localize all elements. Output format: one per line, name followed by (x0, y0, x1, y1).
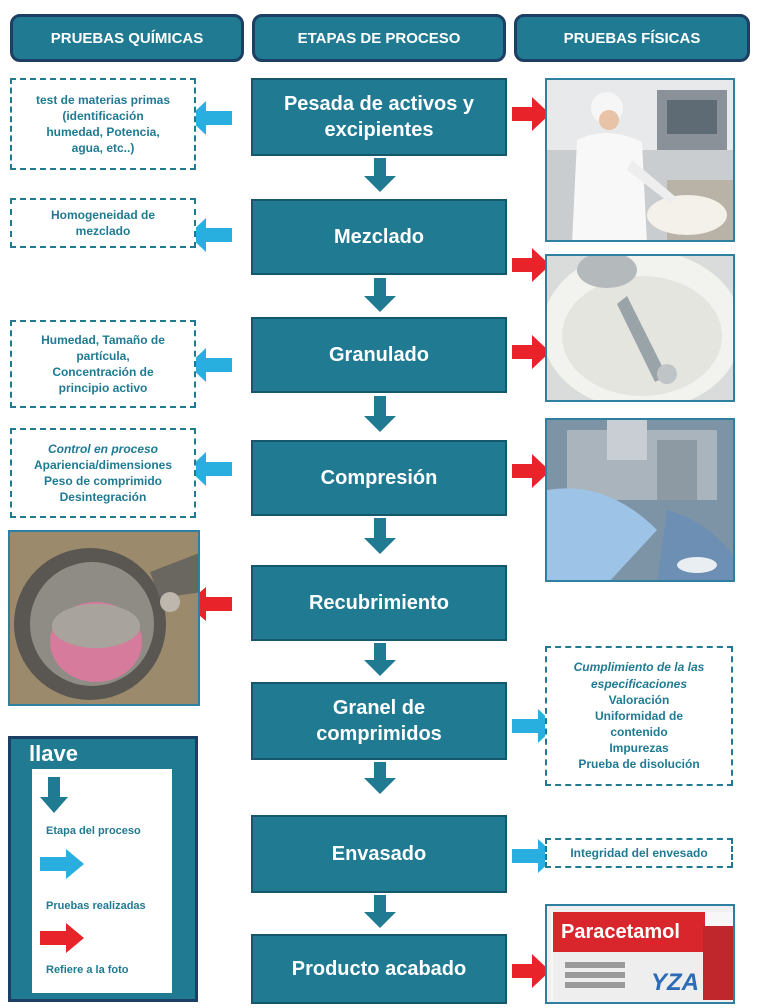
step-label-line: Pesada de activos y (283, 93, 475, 115)
flow-down-arrow (364, 895, 396, 928)
test-line: Humedad, Tamaño de (41, 332, 165, 347)
test-line: principio activo (58, 381, 148, 396)
test-arrow-left (188, 348, 232, 382)
photo-mixer (545, 254, 735, 402)
test-line: agua, etc..) (71, 141, 135, 156)
test-line: humedad, Potencia, (46, 125, 160, 139)
flow-down-arrow (364, 762, 396, 794)
photo-coating-pan (8, 530, 200, 706)
physical-test-integridad: Integridad del envesado (545, 838, 733, 868)
test-line: test de materias primas (35, 92, 171, 107)
test-italic-line: Cumplimiento de la las (573, 660, 705, 675)
legend-photo-arrow-icon (40, 923, 84, 953)
step-label-line: Granel de (332, 697, 426, 719)
header-chemical-tests: PRUEBAS QUÍMICAS (10, 14, 244, 62)
test-arrow-left (188, 218, 232, 252)
step-recubrimiento: Recubrimiento (251, 565, 507, 641)
chemical-test-humedad-tamano: Humedad, Tamaño de partícula, Concentrac… (10, 320, 196, 408)
legend-step-arrow-icon (40, 777, 68, 813)
legend: llave Etapa del proceso Pruebas realizad… (8, 736, 198, 1002)
step-granel: Granel de comprimidos (251, 682, 507, 760)
step-pesada: Pesada de activos y excipientes (251, 78, 507, 156)
legend-body: Etapa del proceso Pruebas realizadas Ref… (32, 769, 172, 993)
photo-arrow-right (512, 97, 550, 131)
test-line: Prueba de disolución (578, 757, 700, 772)
chemical-test-materias-primas: test de materias primas (identificación … (10, 78, 196, 170)
step-label: Envasado (331, 843, 427, 865)
step-envasado: Envasado (251, 815, 507, 893)
step-label: Mezclado (333, 226, 425, 248)
chemical-test-control-proceso: Control en proceso Apariencia/dimensione… (10, 428, 196, 518)
test-line: Impurezas (609, 741, 669, 756)
test-line: mezclado (75, 224, 131, 238)
legend-test-arrow-icon (40, 849, 84, 879)
flow-down-arrow (364, 278, 396, 312)
photo-arrow-right (512, 248, 550, 282)
test-line: Peso de comprimido (43, 474, 163, 488)
header-process-stages: ETAPAS DE PROCESO (252, 14, 506, 62)
flow-down-arrow (364, 396, 396, 432)
step-compresion: Compresión (251, 440, 507, 516)
test-line: Uniformidad de (594, 708, 683, 723)
physical-test-especificaciones: Cumplimiento de la las especificaciones … (545, 646, 733, 786)
photo-product-box: Paracetamol YZA (545, 904, 735, 1004)
photo-arrow-right (512, 335, 550, 369)
header-physical-tests: PRUEBAS FÍSICAS (514, 14, 750, 62)
test-line: Desintegración (59, 490, 147, 505)
step-label-line: excipientes (324, 119, 434, 141)
test-line: Integridad del envesado (570, 845, 708, 860)
step-label: Producto acabado (291, 958, 467, 980)
flow-down-arrow (364, 518, 396, 554)
test-line: Valoración (608, 692, 670, 707)
legend-label-tests: Pruebas realizadas (46, 900, 146, 912)
test-line: Apariencia/dimensiones (33, 457, 173, 472)
flow-down-arrow (364, 158, 396, 192)
test-line: contenido (610, 725, 668, 740)
legend-title: llave (29, 741, 78, 766)
test-italic-line: Control en proceso (47, 441, 158, 456)
product-logo-text: YZA (651, 969, 699, 996)
step-label-line: comprimidos (316, 723, 442, 745)
test-arrow-left (188, 101, 232, 135)
legend-label-step: Etapa del proceso (46, 825, 141, 837)
legend-label-photo: Refiere a la foto (46, 964, 129, 976)
test-line: (identificación (62, 108, 144, 123)
chemical-test-homogeneidad: Homogeneidad de mezclado (10, 198, 196, 248)
test-italic-line: especificaciones (590, 676, 688, 691)
photo-compression (545, 418, 735, 582)
test-arrow-left (188, 452, 232, 486)
step-label: Granulado (328, 344, 429, 366)
test-line: partícula, (76, 348, 130, 363)
step-label: Compresión (320, 467, 438, 489)
step-granulado: Granulado (251, 317, 507, 393)
step-mezclado: Mezclado (251, 199, 507, 275)
photo-weighing (545, 78, 735, 242)
photo-arrow-right (512, 454, 550, 488)
step-producto-acabado: Producto acabado (251, 934, 507, 1004)
flow-down-arrow (364, 643, 396, 676)
product-brand-text: Paracetamol (561, 921, 680, 943)
test-line: Homogeneidad de (50, 207, 155, 222)
photo-arrow-right (512, 954, 550, 988)
step-label: Recubrimiento (308, 592, 450, 614)
test-line: Concentración de (52, 365, 154, 379)
